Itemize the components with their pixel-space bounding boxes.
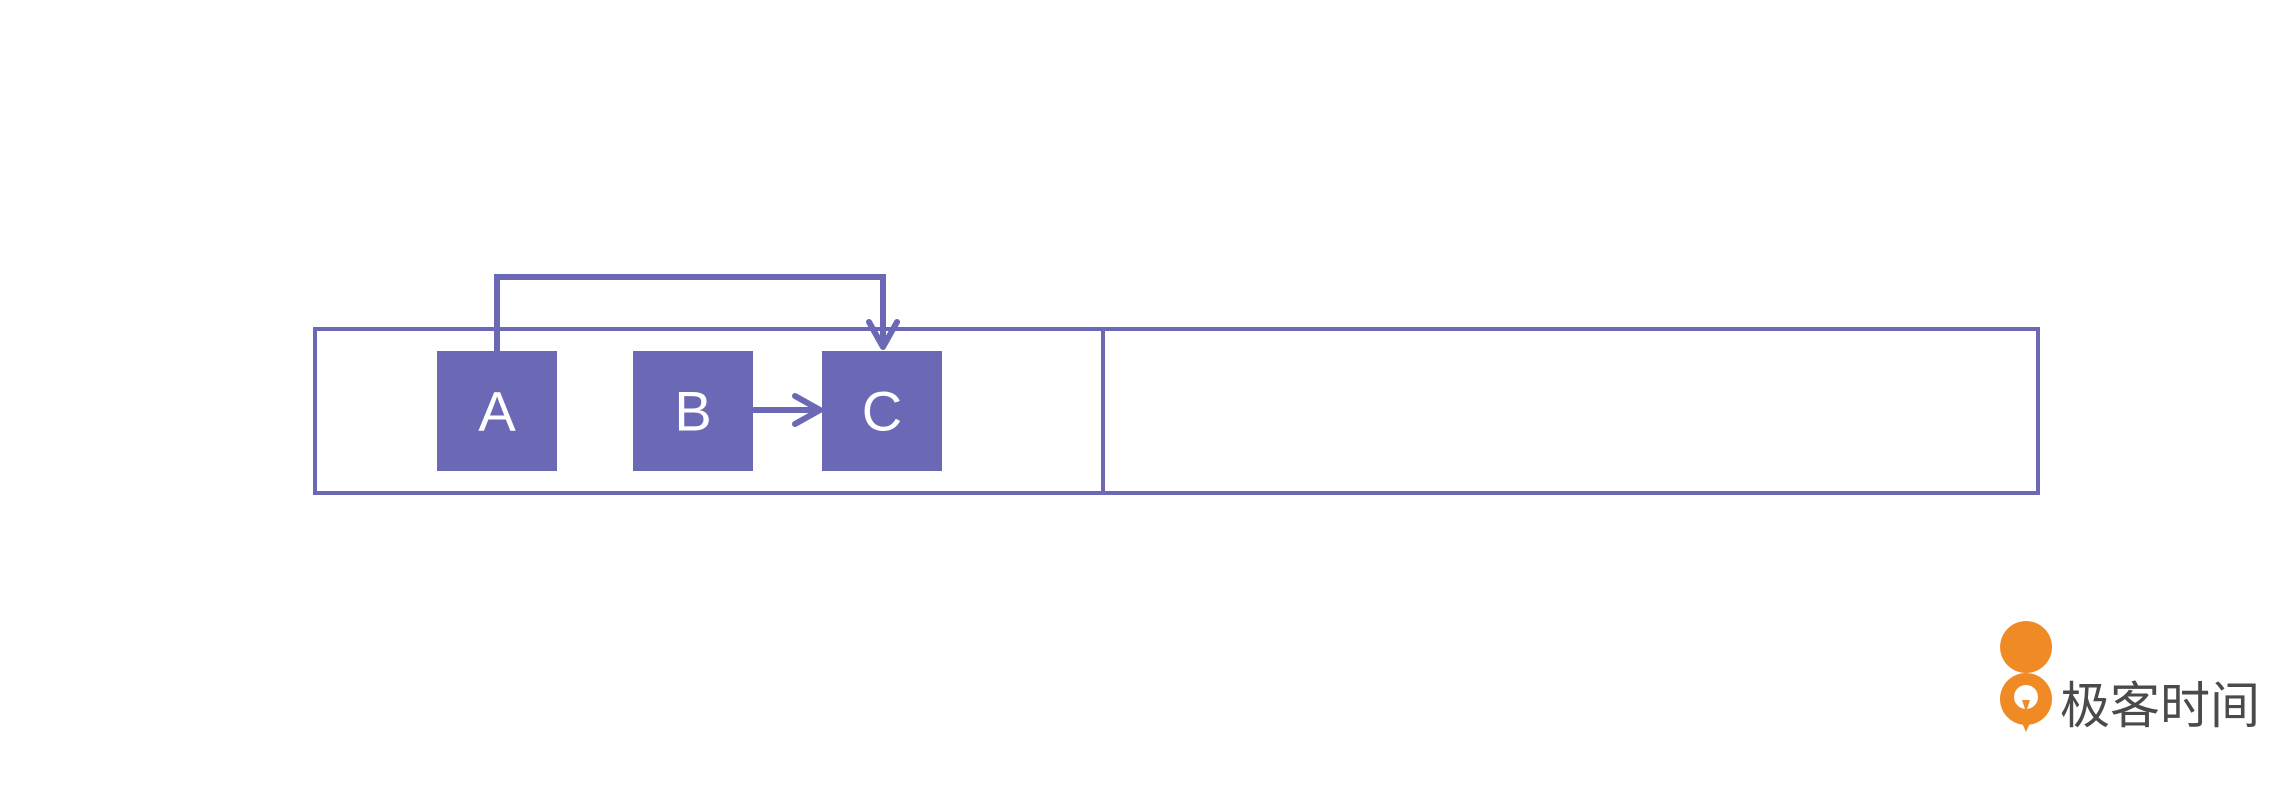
node-a-label: A xyxy=(478,380,516,443)
node-b-label: B xyxy=(674,380,711,443)
arrowhead-a-to-c xyxy=(866,319,900,350)
geektime-logo: 极客时间 xyxy=(2000,621,2260,735)
logo-text: 极客时间 xyxy=(2060,677,2260,735)
edge-a-to-c xyxy=(494,274,886,351)
node-a: A xyxy=(437,351,557,471)
right-container xyxy=(1101,327,2040,495)
node-b: B xyxy=(633,351,753,471)
arrowhead-b-to-c xyxy=(792,393,823,427)
node-c: C xyxy=(822,351,942,471)
geektime-logo-icon xyxy=(2000,621,2053,732)
node-c-label: C xyxy=(862,380,902,443)
